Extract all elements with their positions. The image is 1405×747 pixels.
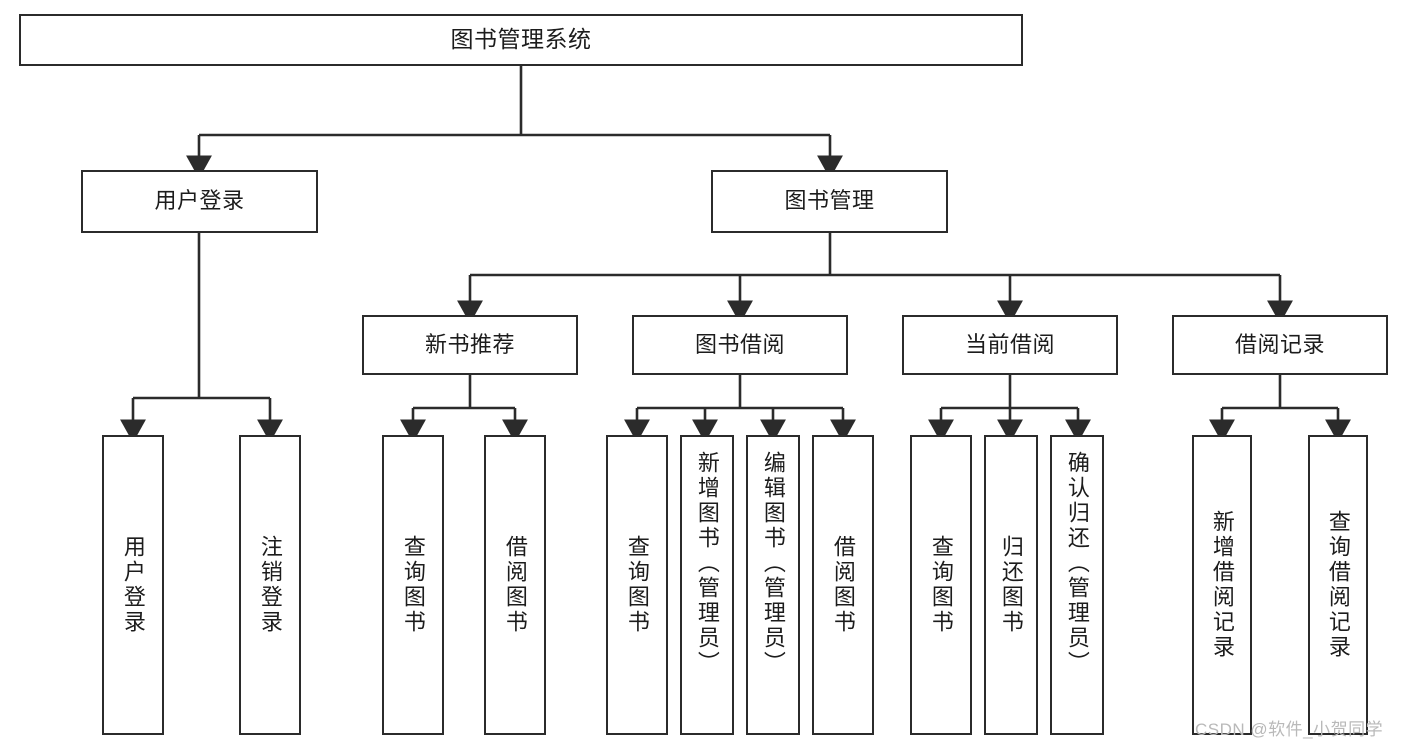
node-leaf-borrow-book-1-label: 借阅图书 bbox=[502, 535, 528, 635]
node-new-book-rec[interactable]: 新书推荐 bbox=[362, 315, 578, 375]
node-leaf-return-book-label: 归还图书 bbox=[998, 535, 1024, 635]
node-leaf-borrow-book-1[interactable]: 借阅图书 bbox=[484, 435, 546, 735]
node-current-borrow-label: 当前借阅 bbox=[964, 331, 1055, 357]
node-leaf-confirm-return[interactable]: 确认归还（管理员） bbox=[1050, 435, 1104, 735]
node-book-borrow-label: 图书借阅 bbox=[694, 331, 785, 357]
node-leaf-add-record[interactable]: 新增借阅记录 bbox=[1192, 435, 1252, 735]
node-book-manage[interactable]: 图书管理 bbox=[711, 170, 948, 233]
node-leaf-logout[interactable]: 注销登录 bbox=[239, 435, 301, 735]
node-borrow-record-label: 借阅记录 bbox=[1234, 331, 1325, 357]
node-leaf-logout-label: 注销登录 bbox=[257, 535, 283, 635]
node-leaf-edit-book[interactable]: 编辑图书（管理员） bbox=[746, 435, 800, 735]
node-leaf-query-book-3[interactable]: 查询图书 bbox=[910, 435, 972, 735]
csdn-watermark: CSDN @软件_小贺同学 bbox=[1195, 720, 1384, 739]
node-book-manage-label: 图书管理 bbox=[784, 188, 875, 214]
node-borrow-record[interactable]: 借阅记录 bbox=[1172, 315, 1388, 375]
node-leaf-query-book-2-label: 查询图书 bbox=[624, 535, 650, 635]
node-root-label: 图书管理系统 bbox=[450, 26, 592, 53]
node-leaf-query-book-2[interactable]: 查询图书 bbox=[606, 435, 668, 735]
node-root[interactable]: 图书管理系统 bbox=[19, 14, 1023, 66]
node-leaf-user-login[interactable]: 用户登录 bbox=[102, 435, 164, 735]
node-current-borrow[interactable]: 当前借阅 bbox=[902, 315, 1118, 375]
node-leaf-add-book[interactable]: 新增图书（管理员） bbox=[680, 435, 734, 735]
node-leaf-query-record[interactable]: 查询借阅记录 bbox=[1308, 435, 1368, 735]
node-leaf-add-record-label: 新增借阅记录 bbox=[1209, 510, 1235, 660]
node-leaf-add-book-label: 新增图书（管理员） bbox=[694, 451, 720, 676]
node-leaf-borrow-book-2[interactable]: 借阅图书 bbox=[812, 435, 874, 735]
node-leaf-borrow-book-2-label: 借阅图书 bbox=[830, 535, 856, 635]
node-leaf-edit-book-label: 编辑图书（管理员） bbox=[760, 451, 786, 676]
node-leaf-query-book-1[interactable]: 查询图书 bbox=[382, 435, 444, 735]
node-leaf-return-book[interactable]: 归还图书 bbox=[984, 435, 1038, 735]
node-user-login[interactable]: 用户登录 bbox=[81, 170, 318, 233]
node-user-login-label: 用户登录 bbox=[154, 188, 245, 214]
node-leaf-query-record-label: 查询借阅记录 bbox=[1325, 510, 1351, 660]
node-leaf-confirm-return-label: 确认归还（管理员） bbox=[1064, 451, 1090, 676]
node-book-borrow[interactable]: 图书借阅 bbox=[632, 315, 848, 375]
node-leaf-query-book-3-label: 查询图书 bbox=[928, 535, 954, 635]
node-leaf-user-login-label: 用户登录 bbox=[120, 535, 146, 635]
node-leaf-query-book-1-label: 查询图书 bbox=[400, 535, 426, 635]
node-new-book-rec-label: 新书推荐 bbox=[424, 331, 515, 357]
